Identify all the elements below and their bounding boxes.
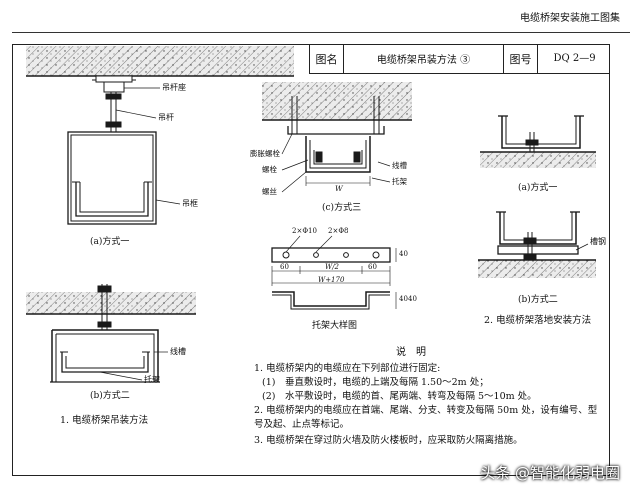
bracket-dim-60-right: 60 xyxy=(368,263,377,271)
notes-heading: 说 明 xyxy=(396,347,426,358)
fig1b-label-wire-channel: 线槽 xyxy=(170,347,186,356)
fig-c-drawing xyxy=(262,82,412,193)
fig1a-drawing xyxy=(26,46,294,225)
notes-line-4: 2. 电缆桥架内的电缆应在首端、尾端、分支、转变及每隔 50m 处，设有编号、型 xyxy=(254,405,598,416)
bracket-dim-40-bottom: 40 xyxy=(399,295,408,303)
fig2-section-title: 2. 电缆桥架落地安装方法 xyxy=(484,315,592,326)
title-block-number-value: DQ 2—9 xyxy=(553,53,596,64)
fig-c-label-wire-channel: 线槽 xyxy=(392,161,407,170)
fig1b-label-bracket: 托架 xyxy=(144,375,160,384)
bracket-dim-w170: W+170 xyxy=(318,276,345,284)
fig2b-tray xyxy=(499,212,577,245)
title-block-name-value: 电缆桥架吊装方法 ③ xyxy=(344,44,504,73)
sheet-header-title: 电缆桥架安装施工图集 xyxy=(520,13,620,24)
fig1a-tray xyxy=(75,182,149,217)
notes-line-2: (1) 垂直敷设时，电缆的上端及每隔 1.50～2m 处； xyxy=(262,377,489,388)
fig2a-caption: (a)方式一 xyxy=(518,183,558,193)
fig1-section-title: 1. 电缆桥架吊装方法 xyxy=(60,415,149,426)
notes-line-6: 3. 电缆桥架在穿过防火墙及防火楼板时，应采取防火隔离措施。 xyxy=(254,435,523,446)
fig-c-caption: (c)方式三 xyxy=(322,203,362,213)
title-block-number-label: 图号 xyxy=(504,44,538,73)
bracket-hole-2: 2×Φ8 xyxy=(328,227,349,235)
bracket-dim-60-left: 60 xyxy=(280,263,289,271)
notes-line-5: 号及起、止点等标记。 xyxy=(254,419,350,430)
bracket-dim-40-side: 40 xyxy=(408,295,417,303)
fig-c-wire-channel xyxy=(313,150,363,165)
bracket-dim-w2: W/2 xyxy=(325,263,340,271)
fig2b-label-steel-channel: 槽钢 xyxy=(590,237,606,246)
fig2b-drawing xyxy=(478,211,596,278)
notes-line-1: 1. 电缆桥架内的电缆应在下列部位进行固定: xyxy=(254,363,441,374)
fig2a-drawing xyxy=(480,115,596,168)
fig1a-rod-seat xyxy=(95,75,133,83)
bracket-detail-profile xyxy=(272,291,390,307)
fig-c-dim-w: W xyxy=(335,184,343,193)
fig2a-tray xyxy=(501,116,581,149)
title-block: 图名 电缆桥架吊装方法 ③ 图号 DQ 2—9 xyxy=(309,44,610,74)
fig1a-label-rod-seat: 吊杆座 xyxy=(162,83,186,92)
fig-c-label-bracket: 托架 xyxy=(392,177,407,186)
fig1b-drawing xyxy=(26,284,196,383)
fig1a-label-tray: 吊框 xyxy=(182,199,198,208)
bracket-hole-1: 2×Φ10 xyxy=(292,227,317,235)
watermark-text: 头条 @智能化弱电圈 xyxy=(480,464,620,482)
fig1b-wire-channel xyxy=(61,352,149,373)
notes-line-3: (2) 水平敷设时，电缆的首、尾两端、转弯及每隔 5～10m 处。 xyxy=(262,391,537,402)
bracket-detail-drawing xyxy=(271,235,397,310)
fig1a-label-rod: 吊杆 xyxy=(158,113,174,122)
fig-c-label-expansion-bolt: 膨胀螺栓 xyxy=(250,149,280,158)
fig1a-hanging-frame xyxy=(67,131,157,225)
title-block-name-label: 图名 xyxy=(310,44,344,73)
fig-c-label-nut: 螺栓 xyxy=(262,165,277,174)
fig1b-caption: (b)方式二 xyxy=(90,391,130,401)
fig-c-bracket xyxy=(305,136,371,173)
fig1b-bracket xyxy=(51,329,159,382)
fig2b-steel-channel xyxy=(497,245,579,255)
bracket-detail-plan xyxy=(271,247,391,263)
fig2b-caption: (b)方式二 xyxy=(518,295,558,305)
drawing-frame xyxy=(12,44,610,476)
fig1a-caption: (a)方式一 xyxy=(90,237,130,247)
header-rule xyxy=(12,32,630,33)
bracket-detail-caption: 托架大样图 xyxy=(312,321,358,331)
bracket-dim-40-top: 40 xyxy=(399,250,408,258)
fig-c-label-thread: 螺丝 xyxy=(262,187,277,196)
